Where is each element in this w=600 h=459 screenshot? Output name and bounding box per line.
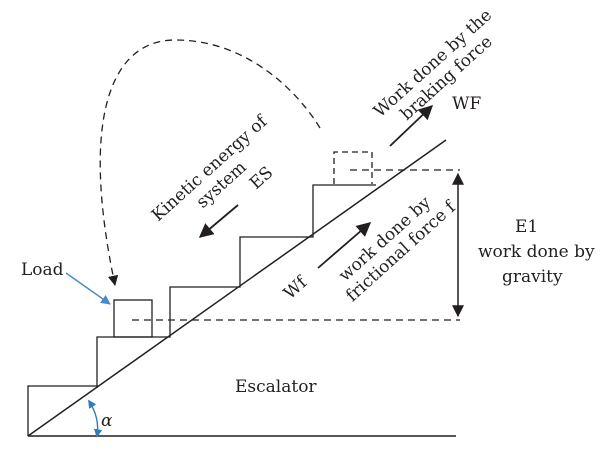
escalator-label: Escalator [235,377,317,397]
load-label: Load [21,260,64,280]
friction-symbol-label: Wf [280,272,312,304]
friction-work-arrow [317,222,372,269]
gravity-work-label-line1: work done by [478,242,595,262]
escalator-steps [27,184,376,436]
angle-label: α [101,411,113,431]
energy-return-arc [99,39,321,287]
gravity-symbol-label: E1 [515,217,538,237]
braking-symbol-label: WF [452,94,481,114]
kinetic-symbol-label: ES [246,163,277,194]
load-box-top-dashed [333,151,373,184]
load-pointer-arrow [65,272,111,305]
load-box [113,299,153,338]
gravity-work-label-line2: gravity [502,267,563,287]
angle-arc [88,399,103,438]
incline-line [27,139,447,437]
braking-force-arrow [389,105,434,147]
kinetic-energy-arrow [198,204,239,238]
